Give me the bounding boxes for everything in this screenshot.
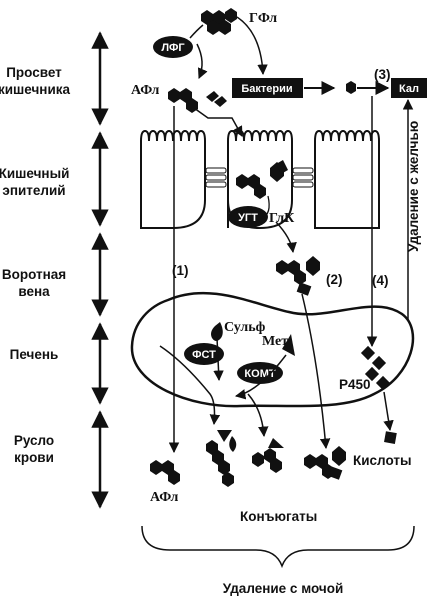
acids-label: Кислоты — [353, 453, 412, 468]
gfl-molecule — [201, 8, 237, 35]
sulfation-arrow — [213, 337, 224, 382]
afl-top-molecule — [168, 88, 198, 113]
liver-shape — [130, 291, 415, 408]
komt-label: КОМТ — [244, 368, 275, 380]
urine-removal-label: Удаление с мочой — [223, 581, 344, 596]
bacteria-label: Бактерии — [241, 83, 292, 95]
sulfate-conjugate — [206, 430, 237, 487]
gfl-label: ГФл — [249, 11, 277, 26]
section-label-line2: крови — [14, 450, 54, 465]
lfg-enzyme: ЛФГ — [153, 36, 193, 58]
feces-label: Кал — [399, 83, 419, 95]
fragment-molecule — [206, 91, 227, 107]
p450-to-acids-arrow — [383, 391, 394, 432]
p450-fragments — [360, 345, 391, 391]
ugt-label: УГТ — [238, 212, 258, 224]
ugt-enzyme: УГТ — [228, 206, 268, 228]
glk-label: ГлК — [269, 211, 295, 226]
cell-to-portal-arrow — [275, 221, 297, 254]
fst-enzyme: ФСТ — [184, 343, 224, 365]
komt-to-blood-arrow — [247, 393, 269, 438]
methylation-arrow — [234, 354, 287, 400]
epithelial-cell-3 — [314, 129, 380, 229]
gfl-to-lfg-line — [189, 24, 204, 39]
section-portal-vein: Воротная вена — [2, 267, 66, 299]
path-label-3: (3) — [374, 67, 391, 82]
path-label-2: (2) — [326, 272, 343, 287]
komt-enzyme: КОМТ — [237, 362, 283, 384]
acid-square — [384, 431, 397, 444]
sulf-label: Сульф — [224, 320, 266, 335]
methyl-triangle-icon — [282, 334, 295, 356]
sulfate-drop-icon — [211, 322, 223, 341]
bile-removal-label: Удаление с желчью — [406, 121, 421, 252]
afl-bottom-label: АФл — [150, 490, 179, 505]
epithelial-cell-1 — [140, 129, 206, 229]
afl-bottom-molecule — [150, 460, 180, 485]
gfl-to-bacteria-arrow — [236, 16, 268, 76]
lfg-to-afl-arrow — [196, 43, 208, 79]
section-label-line2: кишечника — [0, 82, 71, 97]
path-2-arrow — [301, 293, 331, 450]
section-label-line2: вена — [18, 284, 50, 299]
met-label: Мет — [262, 334, 288, 349]
glucuronide-conjugate — [276, 256, 320, 296]
glucuronide-conjugate-blood — [304, 446, 346, 480]
afl-in-cell — [236, 174, 266, 199]
section-label-line1: Воротная — [2, 267, 66, 282]
feces-box: Кал — [391, 78, 427, 98]
conjugates-label: Конъюгаты — [240, 509, 317, 524]
afl-top-label: АФл — [131, 83, 160, 98]
section-intestinal-lumen: Просвет кишечника — [0, 65, 71, 97]
bacterial-product-molecule — [346, 81, 356, 94]
fst-label: ФСТ — [192, 349, 216, 361]
path-label-1: (1) — [172, 263, 189, 278]
section-label-line1: Русло — [14, 433, 54, 448]
p450-label: P450 — [339, 377, 371, 392]
afl-to-cell-arrow — [193, 107, 243, 137]
liver-to-blood-arrow — [159, 345, 221, 426]
glucuronic-acid — [270, 160, 288, 182]
tight-junctions — [205, 167, 314, 188]
lfg-label: ЛФГ — [161, 42, 185, 54]
section-bloodstream: Русло крови — [14, 433, 54, 465]
section-label-line1: Кишечный — [0, 166, 69, 181]
section-label-line1: Просвет — [6, 65, 62, 80]
path-label-4: (4) — [372, 273, 389, 288]
ugt-reaction-line — [261, 195, 270, 219]
section-liver: Печень — [10, 347, 59, 362]
section-label-line1: Печень — [10, 347, 59, 362]
section-label-line2: эпителий — [2, 183, 65, 198]
methyl-conjugate — [252, 438, 284, 473]
section-intestinal-epithelium: Кишечный эпителий — [0, 166, 69, 198]
bacteria-box: Бактерии — [232, 78, 303, 98]
urine-brace — [141, 525, 415, 569]
